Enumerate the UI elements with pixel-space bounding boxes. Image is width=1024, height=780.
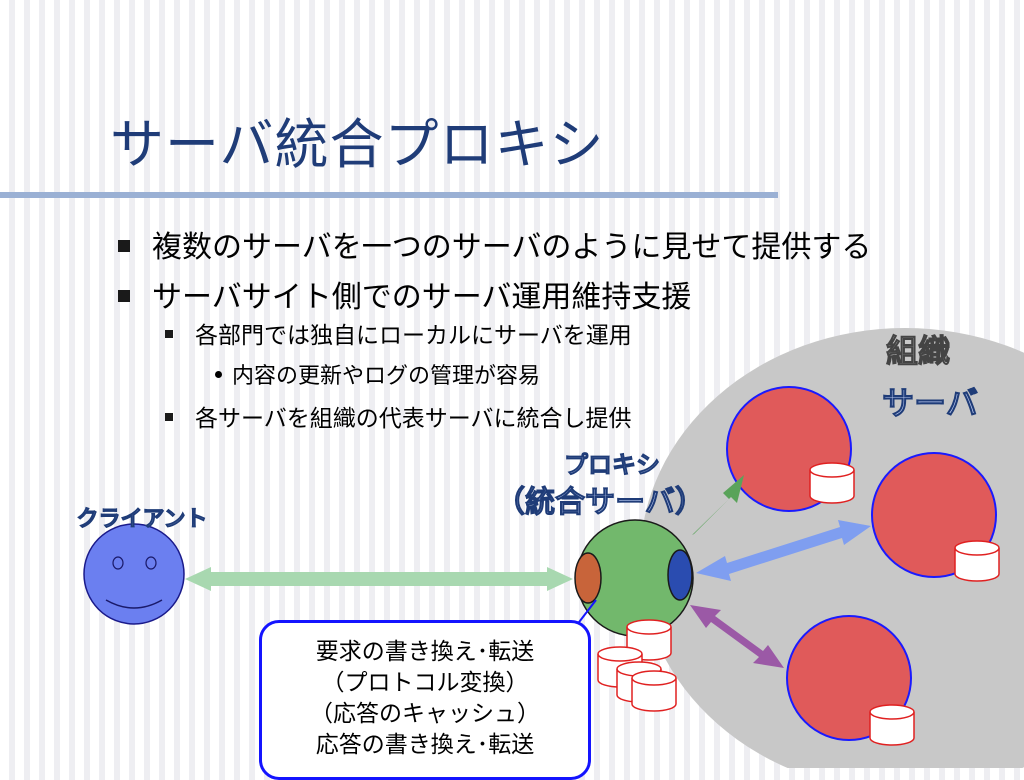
smile-icon <box>105 599 163 609</box>
callout-line: （応答のキャッシュ） <box>310 701 540 727</box>
client-proxy-arrow <box>185 567 573 591</box>
proxy-label-line1: プロキシ <box>564 451 660 479</box>
eye-icon <box>145 556 157 570</box>
org-label-line2: サーバ <box>882 384 978 422</box>
client-face <box>83 523 185 625</box>
eye-icon <box>112 556 124 570</box>
client-label: クライアント <box>76 507 207 532</box>
callout-line: （プロトコル変換） <box>321 670 529 696</box>
bullet-level2: 各サーバを組織の代表サーバに統合し提供 <box>165 399 632 433</box>
slide-title: サーバ統合プロキシ <box>110 113 605 176</box>
proxy-input-port <box>574 552 602 604</box>
database-icon <box>954 540 1000 582</box>
cache-icon <box>631 670 677 712</box>
bullet-text: サーバサイト側でのサーバ運用維持支援 <box>152 280 692 315</box>
proxy-label-line2: （統合サーバ） <box>495 485 705 520</box>
title-rule <box>0 192 778 198</box>
proxy-output-port <box>667 549 693 601</box>
bullet-text: 複数のサーバを一つのサーバのように見せて提供する <box>152 230 872 265</box>
dot-bullet-icon <box>215 370 222 378</box>
bullet-text: 各部門では独自にローカルにサーバを運用 <box>195 323 632 349</box>
proxy-server3-arrow <box>690 605 784 668</box>
callout-line: 応答の書き換え･転送 <box>315 732 535 758</box>
bullet-level1: 複数のサーバを一つのサーバのように見せて提供する <box>118 222 871 266</box>
bullet-text: 内容の更新やログの管理が容易 <box>232 364 541 389</box>
square-bullet-icon <box>165 412 173 421</box>
org-label-line1: 組織 <box>886 332 950 370</box>
square-bullet-icon <box>118 239 130 252</box>
square-bullet-icon <box>165 329 173 338</box>
bullet-level1: サーバサイト側でのサーバ運用維持支援 <box>118 272 691 316</box>
square-bullet-icon <box>118 289 130 302</box>
database-icon <box>809 462 855 504</box>
proxy-server1-arrow <box>690 475 744 536</box>
database-icon <box>869 704 915 746</box>
callout-box: 要求の書き換え･転送 （プロトコル変換） （応答のキャッシュ） 応答の書き換え･… <box>259 620 591 780</box>
proxy-server2-arrow <box>696 520 871 581</box>
bullet-level3: 内容の更新やログの管理が容易 <box>215 358 540 390</box>
bullet-level2: 各部門では独自にローカルにサーバを運用 <box>165 316 632 350</box>
bullet-text: 各サーバを組織の代表サーバに統合し提供 <box>195 406 632 432</box>
callout-line: 要求の書き換え･転送 <box>315 639 535 665</box>
